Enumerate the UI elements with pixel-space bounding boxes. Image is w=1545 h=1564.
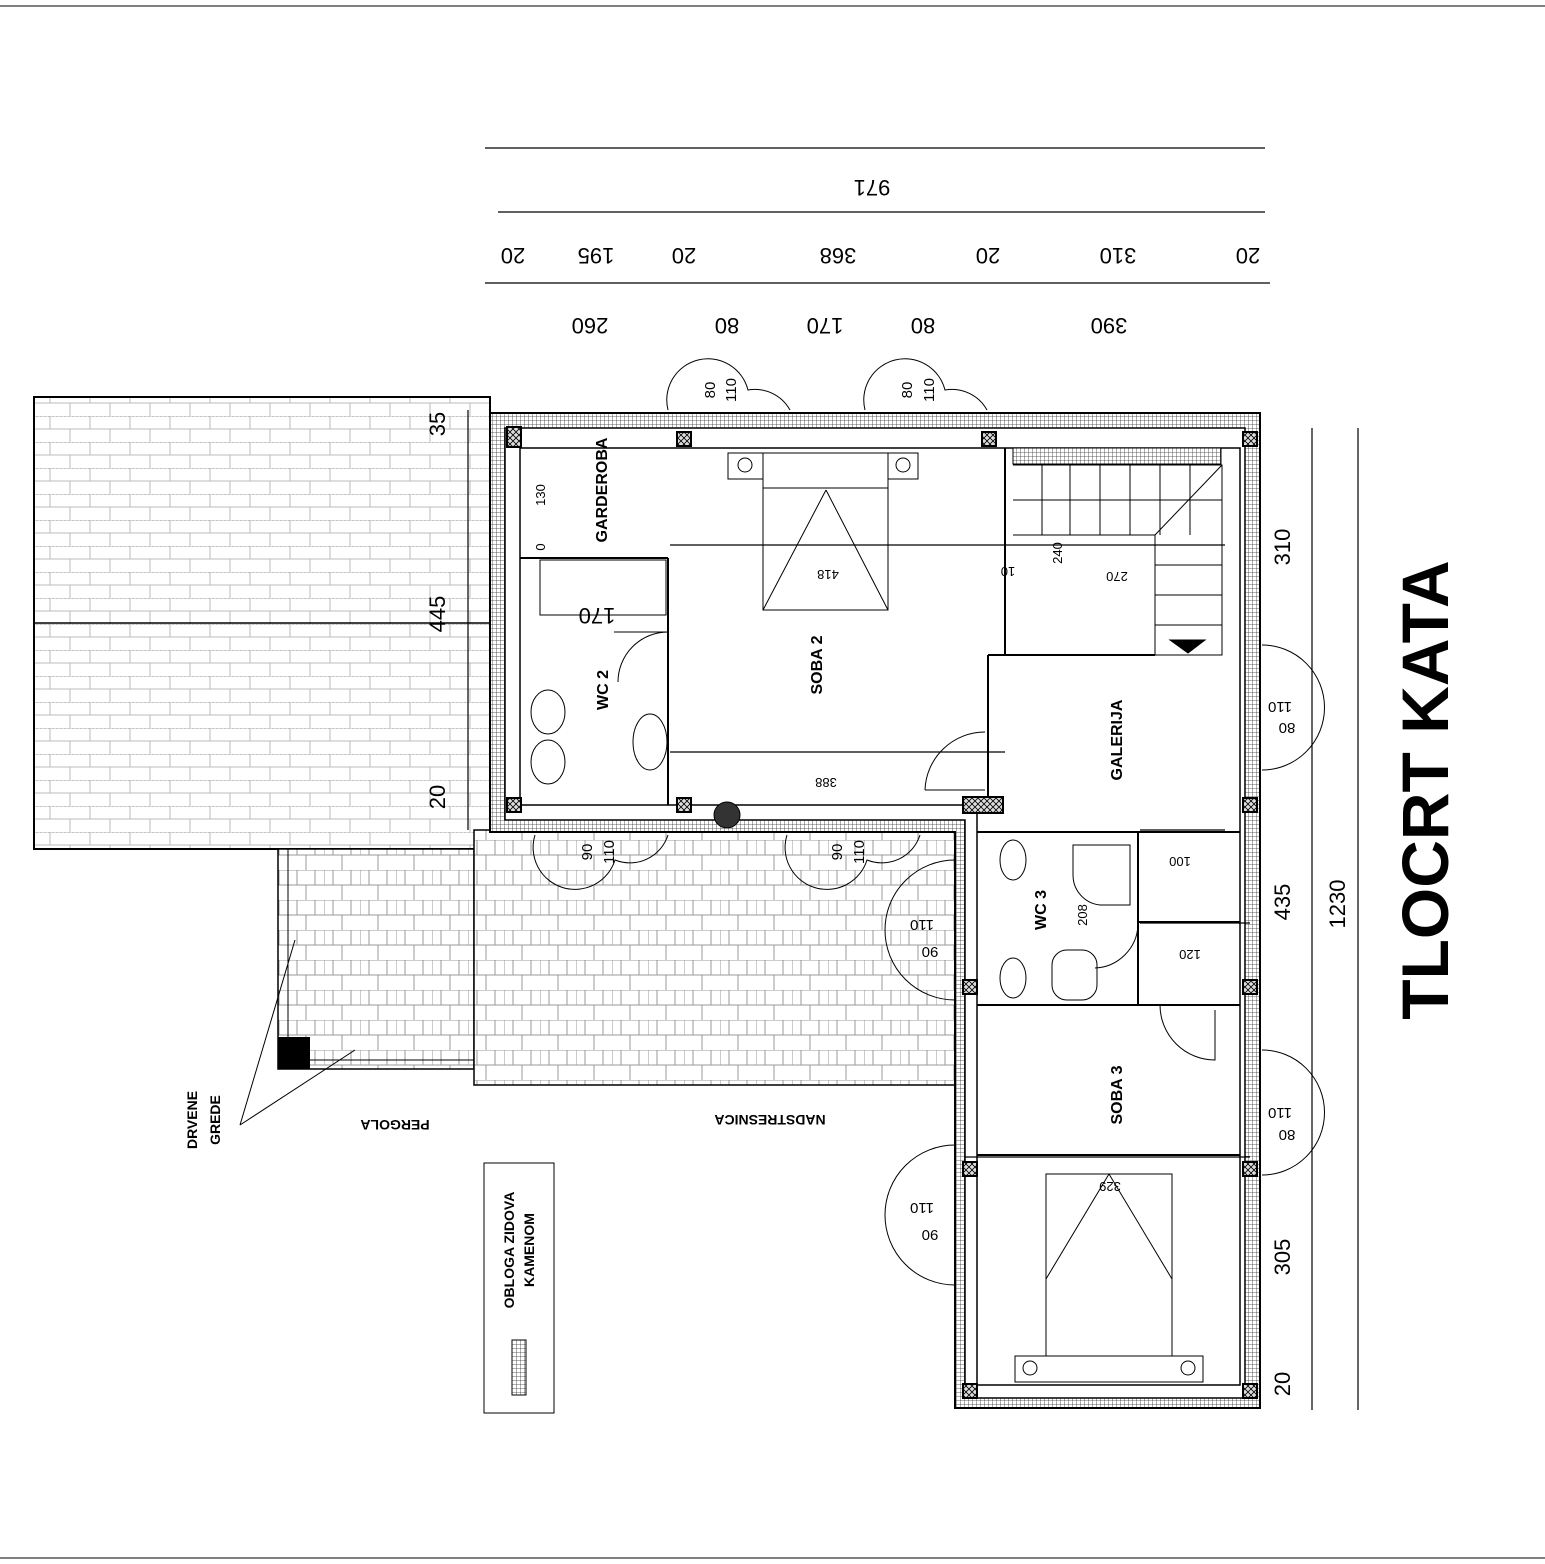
dim-top: 20 bbox=[501, 243, 525, 268]
legend: OBLOGA ZIDOVA KAMENOM bbox=[483, 1162, 555, 1414]
pergola-column bbox=[278, 1037, 310, 1069]
dim-interior: 100 bbox=[1169, 854, 1191, 869]
dim-interior: 120 bbox=[1179, 947, 1201, 962]
area-label-pergola: PERGOLA bbox=[360, 1117, 429, 1133]
dim-window: 110 bbox=[921, 378, 938, 402]
dim-window: 90 bbox=[922, 943, 939, 960]
dim-top: 390 bbox=[1091, 313, 1128, 338]
dim-interior: 240 bbox=[1050, 542, 1065, 564]
legend-stone-swatch bbox=[511, 1339, 527, 1396]
dim-top: 80 bbox=[715, 313, 739, 338]
room-label-wc2: WC 2 bbox=[595, 670, 612, 710]
dim-window: 110 bbox=[723, 378, 740, 402]
dimension-lines bbox=[467, 147, 1359, 1410]
dim-right: 305 bbox=[1270, 1239, 1295, 1276]
room-label-soba2: SOBA 2 bbox=[809, 635, 826, 694]
area-label-nadstresnica: NADSTRESNICA bbox=[714, 1112, 825, 1128]
legend-label-line1: OBLOGA ZIDOVA bbox=[501, 1192, 517, 1309]
dim-right: 435 bbox=[1270, 884, 1295, 921]
dim-window: 110 bbox=[851, 840, 868, 864]
canopy-area bbox=[473, 829, 959, 1086]
dim-window: 90 bbox=[829, 844, 846, 861]
dim-interior: 0 bbox=[533, 543, 548, 550]
dim-right: 20 bbox=[1270, 1372, 1295, 1396]
toilet-icon bbox=[530, 689, 566, 735]
columns bbox=[506, 426, 1258, 1399]
dim-right: 310 bbox=[1270, 529, 1295, 566]
drawing-title: TLOCRT KATA bbox=[1388, 560, 1462, 1019]
dim-interior: 10 bbox=[1001, 564, 1015, 579]
dim-interior: 270 bbox=[1106, 569, 1128, 584]
sink-icon bbox=[1051, 949, 1098, 1001]
room-label-garderoba: GARDEROBA bbox=[594, 437, 611, 542]
windows bbox=[532, 358, 1325, 1286]
dim-window: 80 bbox=[1279, 719, 1296, 736]
dim-total-height: 1230 bbox=[1325, 880, 1350, 929]
room-label-wc3: WC 3 bbox=[1033, 890, 1050, 930]
bed-soba-3 bbox=[1014, 1173, 1204, 1383]
dim-top: 260 bbox=[572, 313, 609, 338]
dim-window: 90 bbox=[579, 844, 596, 861]
dim-interior: 329 bbox=[1099, 1179, 1121, 1194]
room-label-soba3: SOBA 3 bbox=[1109, 1065, 1126, 1124]
bathtub-icon bbox=[539, 559, 667, 616]
shower-icon bbox=[1072, 844, 1131, 906]
dim-window: 90 bbox=[922, 1226, 939, 1243]
dim-top: 368 bbox=[820, 243, 857, 268]
dim-window: 80 bbox=[899, 382, 916, 399]
dim-top: 170 bbox=[807, 313, 844, 338]
bidet-icon bbox=[999, 957, 1027, 999]
pergola-area bbox=[277, 848, 475, 1070]
dim-top: 20 bbox=[1236, 243, 1260, 268]
dim-window: 80 bbox=[1279, 1126, 1296, 1143]
dim-window: 110 bbox=[910, 916, 934, 933]
dim-top: 310 bbox=[1100, 243, 1137, 268]
dim-interior: 170 bbox=[579, 603, 616, 628]
dim-left: 445 bbox=[425, 596, 450, 633]
staircase[interactable] bbox=[1012, 447, 1223, 656]
dim-interior: 130 bbox=[533, 484, 548, 506]
annotation-leader-lines bbox=[239, 939, 356, 1126]
room-label-galerija: GALERIJA bbox=[1109, 699, 1126, 780]
dim-top: 80 bbox=[911, 313, 935, 338]
doors[interactable] bbox=[614, 631, 1216, 1061]
annotation-drvene: DRVENE bbox=[184, 1091, 200, 1149]
dim-window: 110 bbox=[1268, 698, 1292, 715]
dim-left: 20 bbox=[425, 785, 450, 809]
bidet-icon bbox=[530, 739, 566, 785]
dim-window: 80 bbox=[702, 382, 719, 399]
dim-left: 35 bbox=[425, 412, 450, 436]
dim-top: 20 bbox=[976, 243, 1000, 268]
legend-label-line2: KAMENOM bbox=[521, 1213, 537, 1287]
dim-interior: 418 bbox=[817, 567, 839, 582]
toilet-icon bbox=[999, 839, 1027, 881]
dim-window: 110 bbox=[1268, 1104, 1292, 1121]
partitions bbox=[520, 448, 1240, 1156]
dim-top: 195 bbox=[578, 243, 615, 268]
chimney-icon bbox=[713, 801, 741, 829]
dim-top: 20 bbox=[672, 243, 696, 268]
dim-window: 110 bbox=[601, 840, 618, 864]
dim-interior: 208 bbox=[1075, 904, 1090, 926]
dim-interior: 388 bbox=[815, 775, 837, 790]
sink-icon bbox=[632, 713, 668, 771]
dim-window: 110 bbox=[910, 1199, 934, 1216]
bathroom-fixtures bbox=[530, 559, 1131, 1001]
annotation-grede: GREDE bbox=[207, 1095, 223, 1145]
bed-soba-2 bbox=[727, 452, 919, 611]
dim-total-width: 971 bbox=[854, 175, 891, 200]
